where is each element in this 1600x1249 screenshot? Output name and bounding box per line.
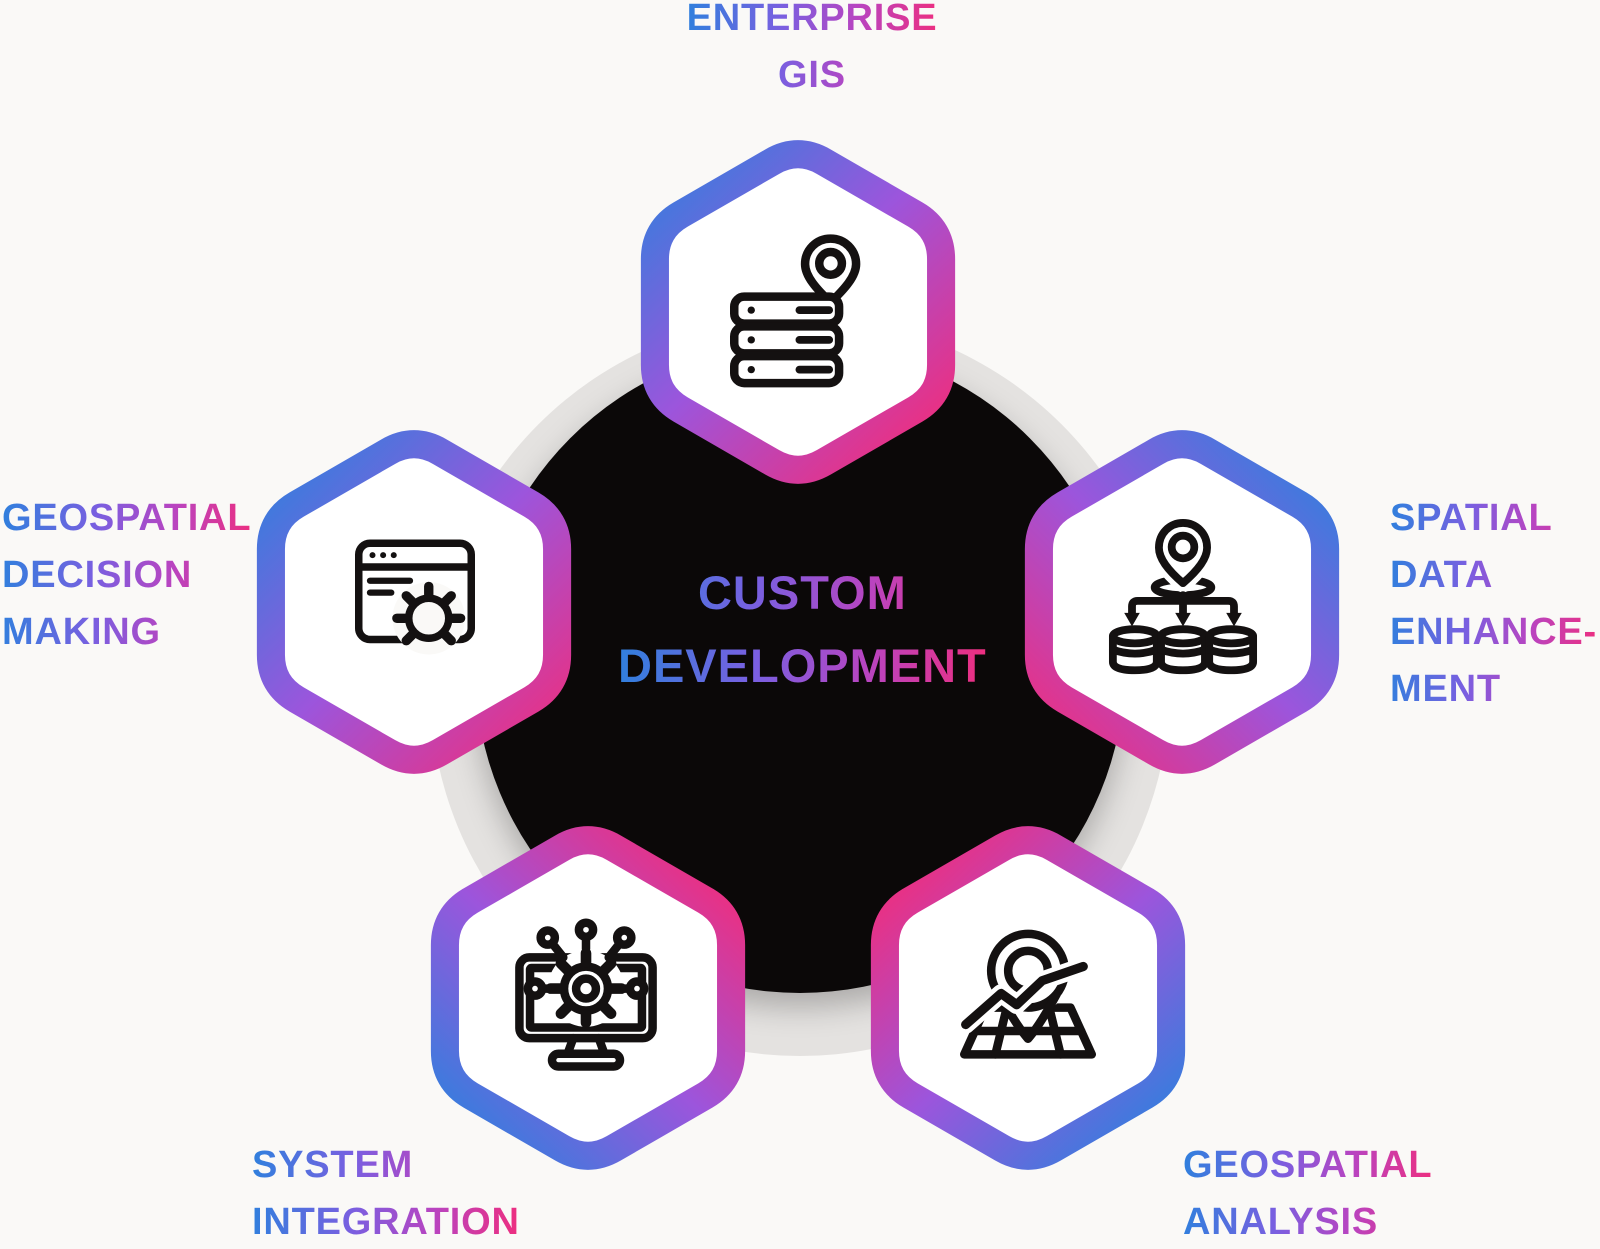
label-line: ANALYSIS: [1183, 1201, 1379, 1243]
label-line: SPATIAL: [1390, 497, 1553, 539]
label-spatial-data-enhancement: SPATIAL DATA ENHANCE- MENT: [1390, 490, 1597, 718]
label-line: GEOSPATIAL: [2, 497, 252, 539]
location-pin-databases-icon: [1108, 513, 1258, 675]
label-line: ENHANCE-: [1390, 611, 1597, 653]
label-line: GIS: [778, 54, 846, 96]
label-line: DATA: [1390, 554, 1494, 596]
label-geospatial-analysis: GEOSPATIAL ANALYSIS: [1183, 1137, 1432, 1249]
monitor-gear-network-icon: [515, 918, 657, 1071]
browser-gear-icon: [355, 539, 475, 655]
center-title: CUSTOM DEVELOPMENT: [618, 556, 987, 702]
map-pin-trendline-icon: [956, 926, 1096, 1059]
label-system-integration: SYSTEM INTEGRATION: [252, 1137, 520, 1249]
server-location-pin-icon: [730, 234, 861, 388]
label-line: SYSTEM: [252, 1144, 414, 1186]
label-line: DECISION: [2, 554, 193, 596]
label-line: INTEGRATION: [252, 1201, 520, 1243]
label-enterprise-gis: ENTERPRISE GIS: [687, 0, 938, 104]
label-geospatial-decision-making: GEOSPATIAL DECISION MAKING: [2, 490, 251, 661]
center-title-line: CUSTOM: [697, 566, 907, 619]
label-line: ENTERPRISE: [686, 0, 938, 39]
label-line: MENT: [1390, 668, 1501, 710]
center-title-line: DEVELOPMENT: [618, 639, 987, 692]
label-line: GEOSPATIAL: [1183, 1144, 1433, 1186]
label-line: MAKING: [2, 611, 161, 653]
